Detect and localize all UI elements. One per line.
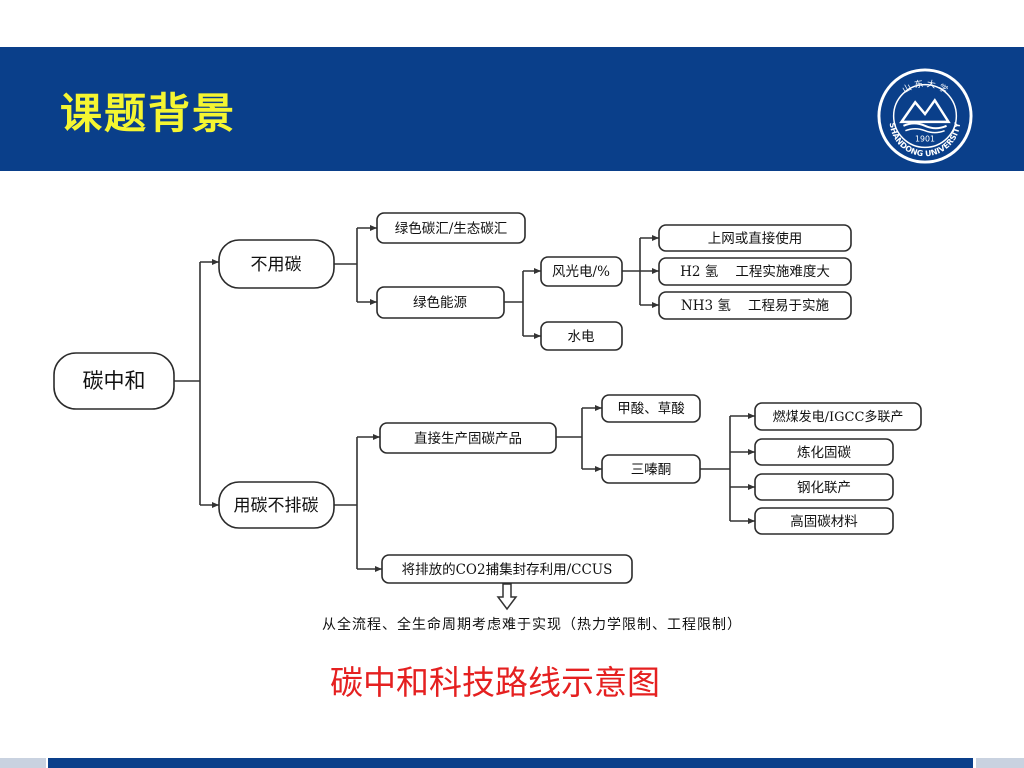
node-root: 碳中和 [53,352,175,410]
node-steel-chem-label: 钢化联产 [797,480,851,496]
footer-bar-left [0,758,46,768]
node-green-sink-label: 绿色碳汇/生态碳汇 [395,220,508,237]
node-coal-power: 燃煤发电/IGCC多联产 [754,402,922,431]
connector-wind-solar [622,238,641,305]
node-trimeric-label: 三嗪酮 [631,462,672,478]
node-direct-products: 直接生产固碳产品 [379,422,557,454]
node-formic-oxalic-label: 甲酸、草酸 [617,401,685,417]
node-wind-solar: 风光电/% [540,256,623,287]
node-no-use: 不用碳 [218,239,335,289]
logo-year: 1901 [915,134,935,143]
header-band [0,47,1024,171]
node-green-energy-label: 绿色能源 [413,294,467,311]
node-wind-solar-label: 风光电/% [552,264,610,280]
node-use-no-emit: 用碳不排碳 [218,481,335,529]
node-formic-oxalic: 甲酸、草酸 [601,394,701,423]
node-h2-label: H2 氢 工程实施难度大 [680,264,830,280]
node-ccus: 将排放的CO2捕集封存利用/CCUS [381,554,633,584]
node-h2: H2 氢 工程实施难度大 [658,257,852,286]
page-title: 课题背景 [60,89,237,138]
node-hydro: 水电 [540,321,623,351]
connector-green-energy [504,271,524,336]
node-steel-chem: 钢化联产 [754,473,894,501]
node-nh3: NH3 氢 工程易于实施 [658,291,852,320]
node-green-energy: 绿色能源 [376,286,505,319]
node-hydro-label: 水电 [568,329,595,345]
connector-direct [556,408,583,469]
node-root-label: 碳中和 [83,369,146,393]
node-green-sink: 绿色碳汇/生态碳汇 [376,212,526,244]
connector-root [174,262,201,505]
footer-bar [48,758,973,768]
node-direct-products-label: 直接生产固碳产品 [414,430,522,447]
node-grid-direct: 上网或直接使用 [658,224,852,252]
node-grid-direct-label: 上网或直接使用 [708,230,803,247]
diagram-caption: 碳中和科技路线示意图 [330,663,660,702]
connector-use [334,437,358,569]
node-trimeric: 三嗪酮 [601,454,701,484]
node-ccus-label: 将排放的CO2捕集封存利用/CCUS [402,562,613,578]
node-high-carbon: 高固碳材料 [754,507,894,535]
node-use-no-emit-label: 用碳不排碳 [234,496,319,516]
down-arrow-icon [496,583,518,611]
node-steel-fix: 炼化固碳 [754,438,894,466]
diagram-note: 从全流程、全生命周期考虑难于实现（热力学限制、工程限制） [322,617,742,633]
node-steel-fix-label: 炼化固碳 [797,445,851,461]
node-coal-power-label: 燃煤发电/IGCC多联产 [773,409,904,425]
node-nh3-label: NH3 氢 工程易于实施 [681,298,830,314]
connector-trimeric [700,416,731,521]
university-logo: 1901 SHANDONG UNIVERSITY 山 东 大 学 [877,68,973,164]
node-no-use-label: 不用碳 [251,255,302,275]
node-high-carbon-label: 高固碳材料 [790,513,858,530]
footer-bar-right [976,758,1024,768]
connector-no-use [334,228,358,302]
